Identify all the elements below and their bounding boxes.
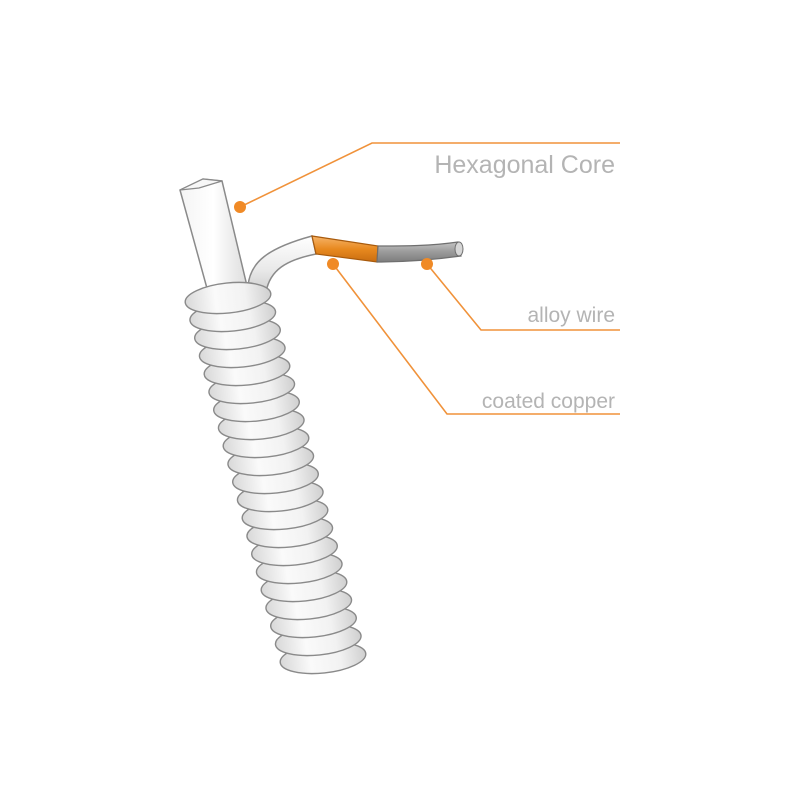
alloy-wire-label: alloy wire: [527, 304, 615, 327]
alloy-wire-segment: [376, 241, 462, 263]
hexagonal-core-marker: [234, 201, 246, 213]
leader-lines: [234, 142, 620, 415]
hexagonal-core-label: Hexagonal Core: [434, 151, 615, 179]
coil-turn: [184, 281, 272, 315]
coated-copper-segment: [311, 235, 379, 263]
hexagonal-core-leader: [239, 142, 620, 208]
alloy-wire-leader: [426, 263, 620, 331]
branch-wire: [247, 235, 464, 293]
coil-winding: [184, 281, 367, 675]
alloy-wire-marker: [421, 258, 433, 270]
coated-copper-label: coated copper: [482, 390, 615, 413]
coated-copper-marker: [327, 258, 339, 270]
white-insulation: [247, 235, 317, 293]
coated-copper-leader: [332, 263, 620, 415]
hexagonal-core-rod: [179, 178, 248, 293]
